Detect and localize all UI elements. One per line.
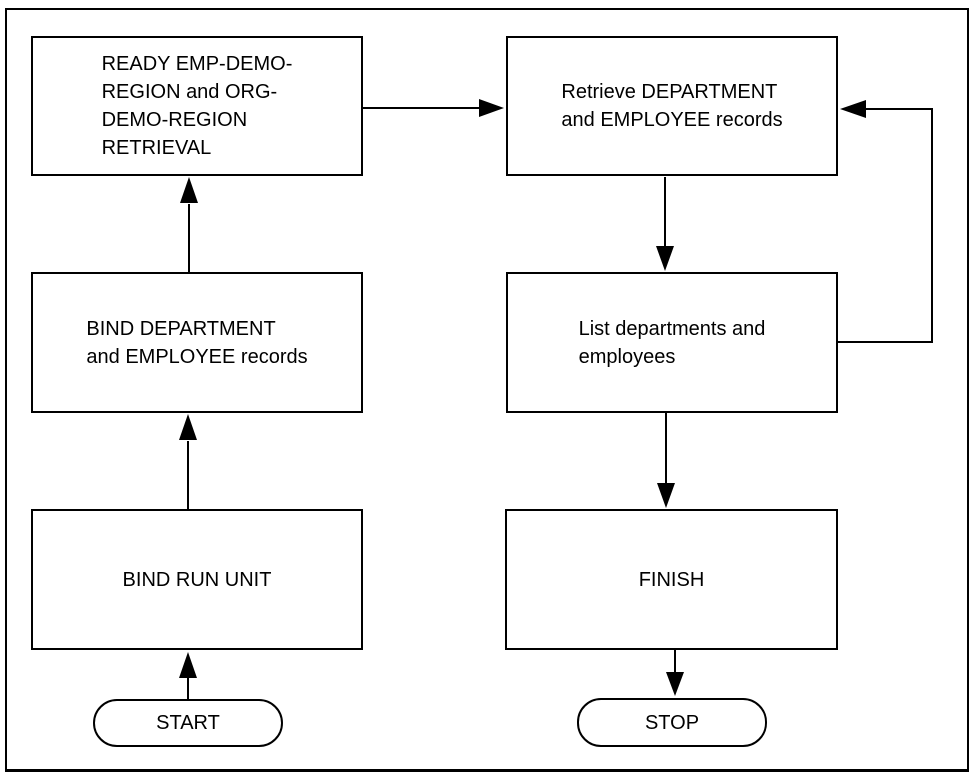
node-bind-department-label: BIND DEPARTMENT and EMPLOYEE records [86,317,308,368]
node-bind-run-unit: BIND RUN UNIT [31,509,363,650]
edge-list-to-retrieve-loop [838,100,933,343]
edge-bind-department-to-ready [180,177,198,272]
edge-ready-to-retrieve [363,99,504,117]
node-stop-terminator: STOP [577,698,767,747]
edge-retrieve-to-list [656,177,674,271]
node-start-label: START [156,712,220,734]
node-finish-label: FINISH [638,568,705,591]
node-retrieve-records-label: Retrieve DEPARTMENT and EMPLOYEE records [561,81,783,131]
node-ready-retrieval-label: READY EMP-DEMO- REGION and ORG- DEMO-REG… [101,53,293,159]
edge-start-to-bind-run-unit [179,652,197,699]
edge-list-to-finish [657,413,675,508]
node-start-terminator: START [93,699,283,747]
node-bind-department: BIND DEPARTMENT and EMPLOYEE records [31,272,363,413]
node-finish: FINISH [505,509,838,650]
edge-finish-to-stop [666,650,684,696]
diagram-border [5,8,969,772]
node-list-departments-label: List departments and employees [578,317,766,368]
node-ready-retrieval: READY EMP-DEMO- REGION and ORG- DEMO-REG… [31,36,363,176]
node-list-departments: List departments and employees [506,272,838,413]
node-stop-label: STOP [644,711,700,734]
node-retrieve-records: Retrieve DEPARTMENT and EMPLOYEE records [506,36,838,176]
node-bind-run-unit-label: BIND RUN UNIT [122,568,272,591]
edge-bind-run-unit-to-bind-department [179,414,197,509]
